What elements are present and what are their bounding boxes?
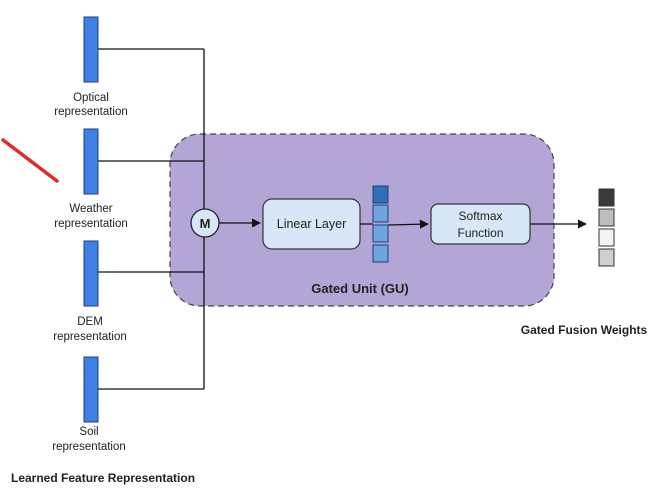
vector-cell bbox=[372, 185, 389, 204]
vector-cell bbox=[372, 204, 389, 223]
weight-cell bbox=[598, 248, 615, 267]
softmax-label-line2: Function bbox=[457, 226, 503, 240]
weight-cell bbox=[598, 208, 615, 227]
gated-fusion-weights-vector bbox=[598, 188, 615, 267]
dem-label-line2: representation bbox=[53, 331, 127, 343]
weather-label-line2: representation bbox=[54, 218, 128, 230]
gated-unit-label: Gated Unit (GU) bbox=[311, 281, 409, 296]
gated-unit-container bbox=[169, 133, 555, 307]
optical-label-line1: Optical bbox=[73, 92, 109, 104]
merge-node-label: M bbox=[200, 216, 211, 231]
dem-label-line1: DEM bbox=[77, 316, 103, 328]
dem-representation-bar bbox=[83, 240, 99, 307]
soil-representation-bar bbox=[83, 356, 99, 423]
linear-layer-label: Linear Layer bbox=[277, 217, 347, 231]
intermediate-vector bbox=[372, 185, 389, 263]
red-annotation-stroke bbox=[1, 138, 59, 183]
optical-representation-bar bbox=[83, 16, 99, 83]
weather-label-line1: Weather bbox=[69, 203, 112, 215]
learned-feature-representation-label: Learned Feature Representation bbox=[11, 471, 195, 485]
weight-cell bbox=[598, 228, 615, 247]
vector-to-softmax-arrow bbox=[387, 219, 429, 229]
softmax-label-line1: Softmax bbox=[458, 209, 502, 223]
vector-cell bbox=[372, 224, 389, 243]
soil-label-line1: Soil bbox=[79, 426, 98, 438]
optical-label-line2: representation bbox=[54, 106, 128, 118]
vector-cell bbox=[372, 244, 389, 263]
gated-fusion-weights-label: Gated Fusion Weights bbox=[521, 323, 648, 337]
weight-cell bbox=[598, 188, 615, 207]
soil-label-line2: representation bbox=[52, 441, 126, 453]
weather-representation-bar bbox=[83, 128, 99, 195]
